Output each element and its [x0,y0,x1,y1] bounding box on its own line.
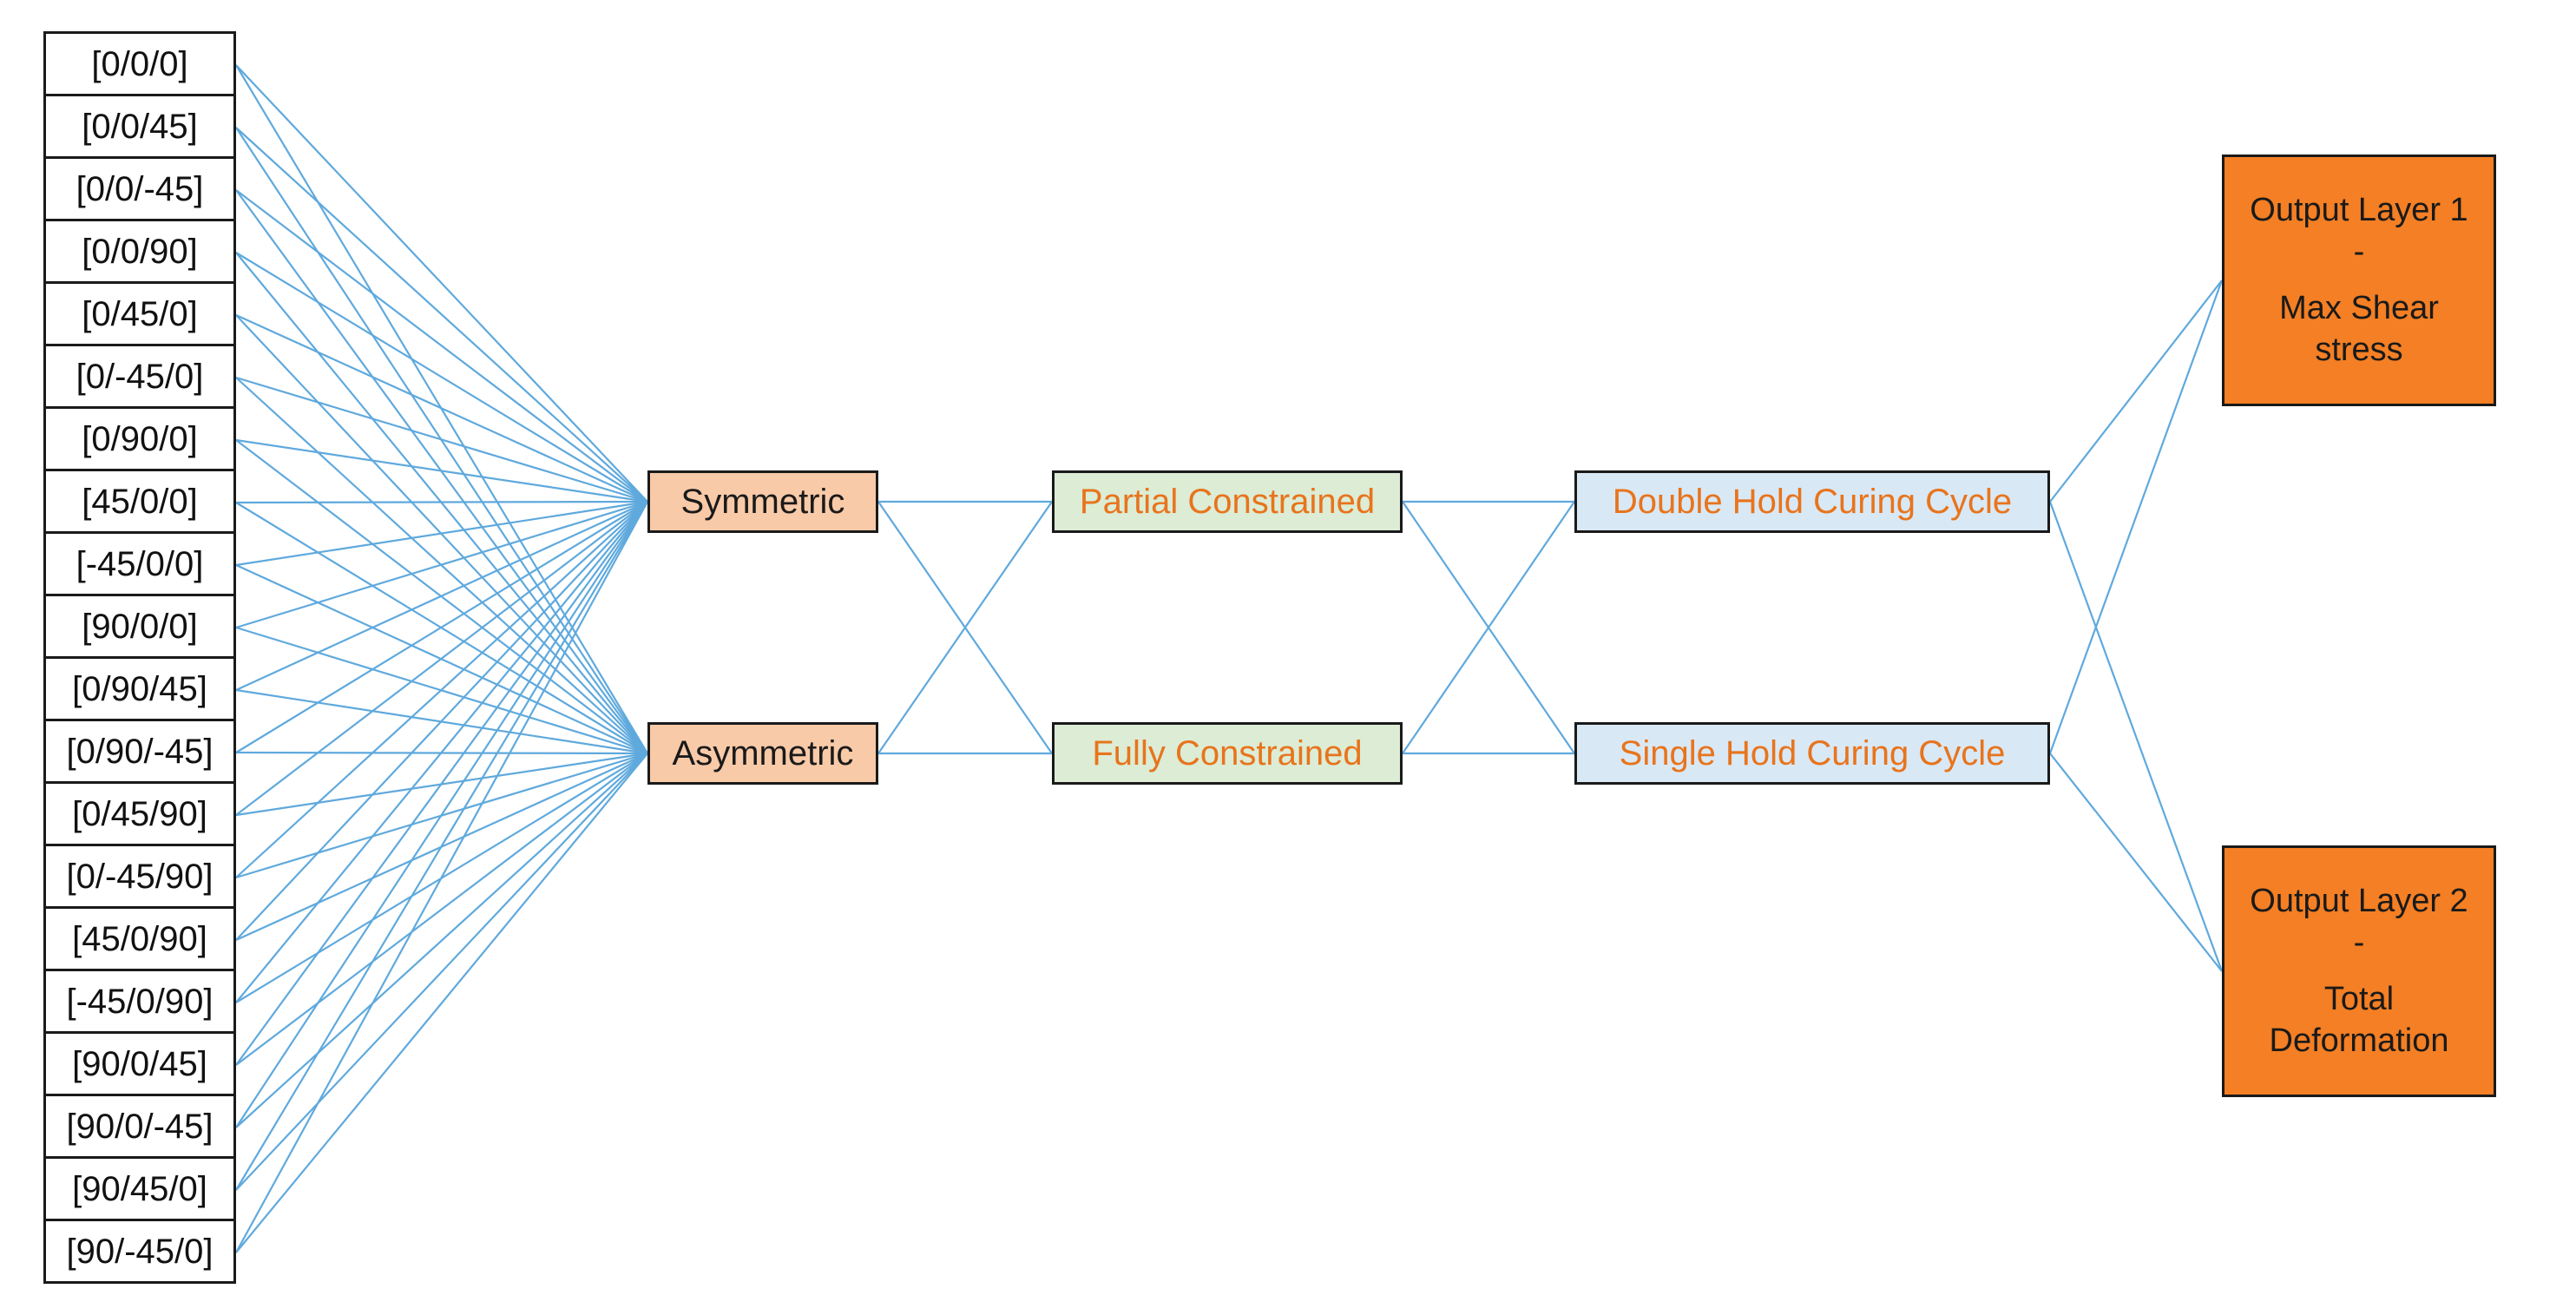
link-input-to-symmetry [235,501,648,878]
link-input-to-symmetry [235,501,648,1003]
link-input-to-symmetry [235,501,648,941]
link-input-to-symmetry [235,189,648,503]
link-input-to-symmetry [235,501,648,816]
node-symmetric-label: Symmetric [680,483,845,521]
node-single-hold-curing-cycle: Single Hold Curing Cycle [1574,722,2050,785]
input-node-label: [90/45/0] [72,1169,207,1208]
link-input-to-symmetry [235,500,648,567]
input-node-label: [45/0/90] [72,919,207,958]
node-asymmetric-label: Asymmetric [672,734,854,773]
input-node-label: [0/90/0] [82,419,198,458]
input-node-label: [90/0/45] [72,1044,207,1083]
link-constraint-to-curing [1402,501,1575,754]
node-double-hold-label: Double Hold Curing Cycle [1612,483,2013,521]
input-node: [0/45/0] [43,284,236,346]
input-node-label: [90/0/0] [82,607,198,646]
input-node: [0/0/0] [43,31,236,96]
input-node-label: [0/90/-45] [66,732,214,771]
input-node-label: [0/0/-45] [76,169,204,208]
node-partial-constrained-label: Partial Constrained [1079,483,1376,521]
link-input-to-symmetry [235,501,648,753]
input-node-label: [90/-45/0] [66,1232,214,1271]
input-node-label: [0/-45/0] [76,357,204,396]
input-node: [-45/0/0] [43,534,236,596]
input-node: [0/0/-45] [43,159,236,221]
node-double-hold-curing-cycle: Double Hold Curing Cycle [1574,470,2050,533]
link-input-to-symmetry [235,753,648,1253]
node-fully-constrained: Fully Constrained [1052,722,1403,785]
link-input-to-symmetry [235,501,648,1128]
node-fully-constrained-label: Fully Constrained [1092,734,1363,773]
link-input-to-symmetry [235,313,648,503]
link-curing-to-output [2048,501,2224,972]
link-input-to-symmetry [235,252,648,503]
input-node: [0/0/45] [43,96,236,159]
link-input-to-symmetry [235,438,648,503]
node-asymmetric: Asymmetric [647,722,878,785]
link-input-to-symmetry [235,500,648,504]
input-node: [90/0/45] [43,1034,236,1096]
input-node-label: [0/45/90] [72,794,207,833]
link-input-to-symmetry [235,753,648,1066]
output-layer-2-title: Output Layer 2 - [2250,883,2468,961]
input-node: [-45/0/90] [43,971,236,1034]
input-node-label: [90/0/-45] [66,1107,214,1146]
link-input-to-symmetry [235,501,648,1066]
input-node-label: [0/0/45] [82,107,198,146]
node-single-hold-label: Single Hold Curing Cycle [1619,734,2006,773]
node-partial-constrained: Partial Constrained [1052,470,1403,533]
link-curing-to-output [2048,279,2224,754]
input-node: [90/0/-45] [43,1096,236,1159]
output-layer-2-subtitle: Total Deformation [2269,981,2449,1059]
input-node-label: [-45/0/0] [76,544,204,583]
link-curing-to-output [2049,753,2223,972]
link-input-to-symmetry [235,127,648,503]
link-input-to-symmetry [235,500,648,629]
input-node: [0/-45/90] [43,846,236,909]
link-input-to-symmetry [235,501,648,1191]
input-node: [0/0/90] [43,221,236,284]
input-node-label: [0/-45/90] [66,857,214,896]
output-layer-1: Output Layer 1 - Max Shear stress [2222,155,2496,406]
input-node-label: [0/45/0] [82,294,198,333]
link-symmetry-to-constraint [877,501,1053,754]
input-node-label: [45/0/0] [82,482,198,521]
input-node: [45/0/90] [43,909,236,971]
input-node-label: [0/90/45] [72,669,207,708]
input-node-label: [0/0/90] [82,232,198,271]
link-input-to-symmetry [235,500,648,692]
input-node: [0/90/0] [43,409,236,471]
node-symmetric: Symmetric [647,470,878,533]
output-layer-1-subtitle: Max Shear stress [2279,290,2439,368]
input-node-label: [0/0/0] [91,44,188,83]
input-node: [90/0/0] [43,596,236,659]
link-input-to-symmetry [235,753,648,1128]
input-node: [0/90/-45] [43,721,236,784]
input-node: [90/-45/0] [43,1221,236,1284]
input-node: [90/45/0] [43,1159,236,1221]
input-node: [0/-45/0] [43,346,236,409]
input-node-label: [-45/0/90] [66,982,214,1021]
input-node: [45/0/0] [43,471,236,534]
input-node: [0/90/45] [43,659,236,721]
input-node: [0/45/90] [43,784,236,846]
link-curing-to-output [2049,279,2223,503]
link-input-to-symmetry [235,501,648,1253]
link-input-to-symmetry [235,753,648,1191]
link-input-to-symmetry [235,376,648,503]
output-layer-2: Output Layer 2 - Total Deformation [2222,845,2496,1097]
output-layer-1-title: Output Layer 1 - [2250,192,2468,270]
link-input-to-symmetry [235,64,648,503]
